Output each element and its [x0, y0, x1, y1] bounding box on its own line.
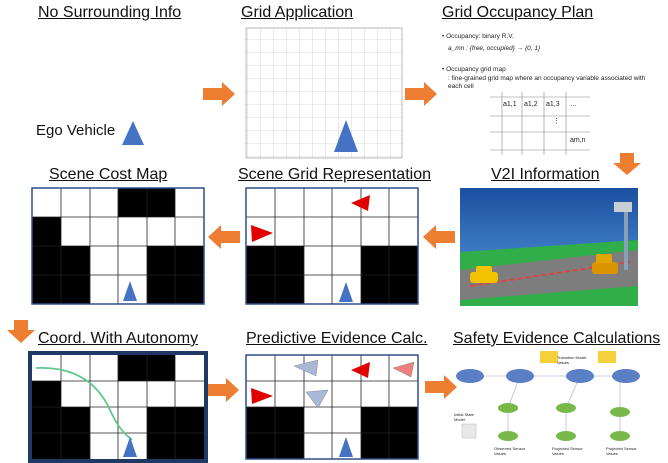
- red-vehicle-icon: [251, 225, 273, 242]
- arrow-right-3: [207, 378, 239, 402]
- car-icon: [592, 254, 618, 274]
- red-vehicle-icon: [251, 388, 273, 404]
- network-node: [506, 369, 534, 383]
- title-no-surrounding-info: No Surrounding Info: [38, 4, 182, 21]
- arrow-left-2: [208, 225, 240, 249]
- grid-application-panel: [245, 27, 403, 159]
- title-grid-occupancy-plan: Grid Occupancy Plan: [442, 4, 594, 21]
- car-icon: [470, 266, 498, 283]
- network-node: [610, 407, 630, 417]
- flow-arrows: [7, 82, 641, 402]
- probability-table: [461, 423, 477, 439]
- ego-vehicle-icon: [339, 437, 353, 457]
- scene-cost-map: [31, 187, 205, 305]
- network-node: [556, 431, 576, 441]
- network-node: [498, 403, 518, 413]
- arrow-down-1: [613, 153, 641, 175]
- title-safety-evidence: Safety Evidence Calculations: [453, 330, 661, 347]
- network-node: [456, 369, 484, 383]
- arrow-right-2: [405, 82, 437, 106]
- predictive-evidence-map: [245, 354, 419, 460]
- safety-evidence-network: [456, 351, 640, 441]
- network-node: [556, 403, 576, 413]
- coord-with-autonomy-map: [28, 351, 208, 463]
- predicted-vehicle-icon: [305, 389, 329, 409]
- planned-path: [35, 367, 133, 441]
- network-node: [610, 431, 630, 441]
- arrow-right-4: [425, 375, 457, 399]
- ego-vehicle-icon: [123, 437, 137, 457]
- occupancy-cell: am,n: [570, 137, 586, 144]
- predicted-vehicle-icon: [392, 361, 415, 378]
- occupancy-bullet-2: • Occupancy grid map: [442, 66, 506, 73]
- title-v2i-information: V2I Information: [491, 166, 600, 183]
- scene-grid-representation: [245, 187, 419, 305]
- ego-vehicle-icon: [122, 121, 144, 145]
- title-grid-application: Grid Application: [241, 4, 354, 21]
- arrow-left-1: [423, 225, 455, 249]
- title-scene-grid-representation: Scene Grid Representation: [238, 166, 431, 183]
- network-label: Observed Sensor Values: [494, 446, 526, 456]
- arrow-right-1: [203, 82, 235, 106]
- occupancy-cell: …: [570, 101, 577, 108]
- network-label: Projected Sensor Values: [606, 446, 637, 456]
- ego-vehicle-icon: [334, 120, 358, 152]
- occupancy-cell: a1,2: [524, 101, 538, 108]
- title-coord-with-autonomy: Coord. With Autonomy: [38, 330, 199, 347]
- ego-vehicle-icon: [123, 281, 137, 301]
- ego-vehicle-icon: [339, 282, 353, 302]
- network-node: [612, 369, 640, 383]
- probability-table: [540, 351, 558, 363]
- occupancy-cell: a1,1: [503, 101, 517, 108]
- network-label: Transition Model Values: [557, 355, 587, 365]
- title-scene-cost-map: Scene Cost Map: [49, 166, 168, 183]
- red-vehicle-icon: [351, 362, 370, 378]
- network-label: Initial State Model: [454, 412, 474, 422]
- occupancy-cell: a1,3: [546, 101, 560, 108]
- red-vehicle-icon: [351, 195, 370, 211]
- probability-table: [598, 351, 616, 363]
- network-node: [498, 431, 518, 441]
- occupancy-bullet-1: • Occupancy: binary R.V.: [442, 33, 514, 40]
- arrow-down-2: [7, 320, 35, 343]
- network-label: Projected Sensor Values: [552, 446, 583, 456]
- ego-vehicle-label: Ego Vehicle: [36, 122, 116, 139]
- occupancy-bullet-2-sub: : fine-grained grid map where an occupan…: [448, 75, 646, 90]
- predicted-vehicle-icon: [293, 359, 319, 377]
- v2i-scene-image: [460, 188, 638, 306]
- network-node: [566, 369, 594, 383]
- occupancy-formula: a_mn : {free, occupied} → {0, 1}: [448, 45, 541, 52]
- occupancy-grid-table: [490, 92, 590, 155]
- occupancy-cell: ⋮: [553, 118, 560, 125]
- title-predictive-evidence: Predictive Evidence Calc.: [246, 330, 428, 347]
